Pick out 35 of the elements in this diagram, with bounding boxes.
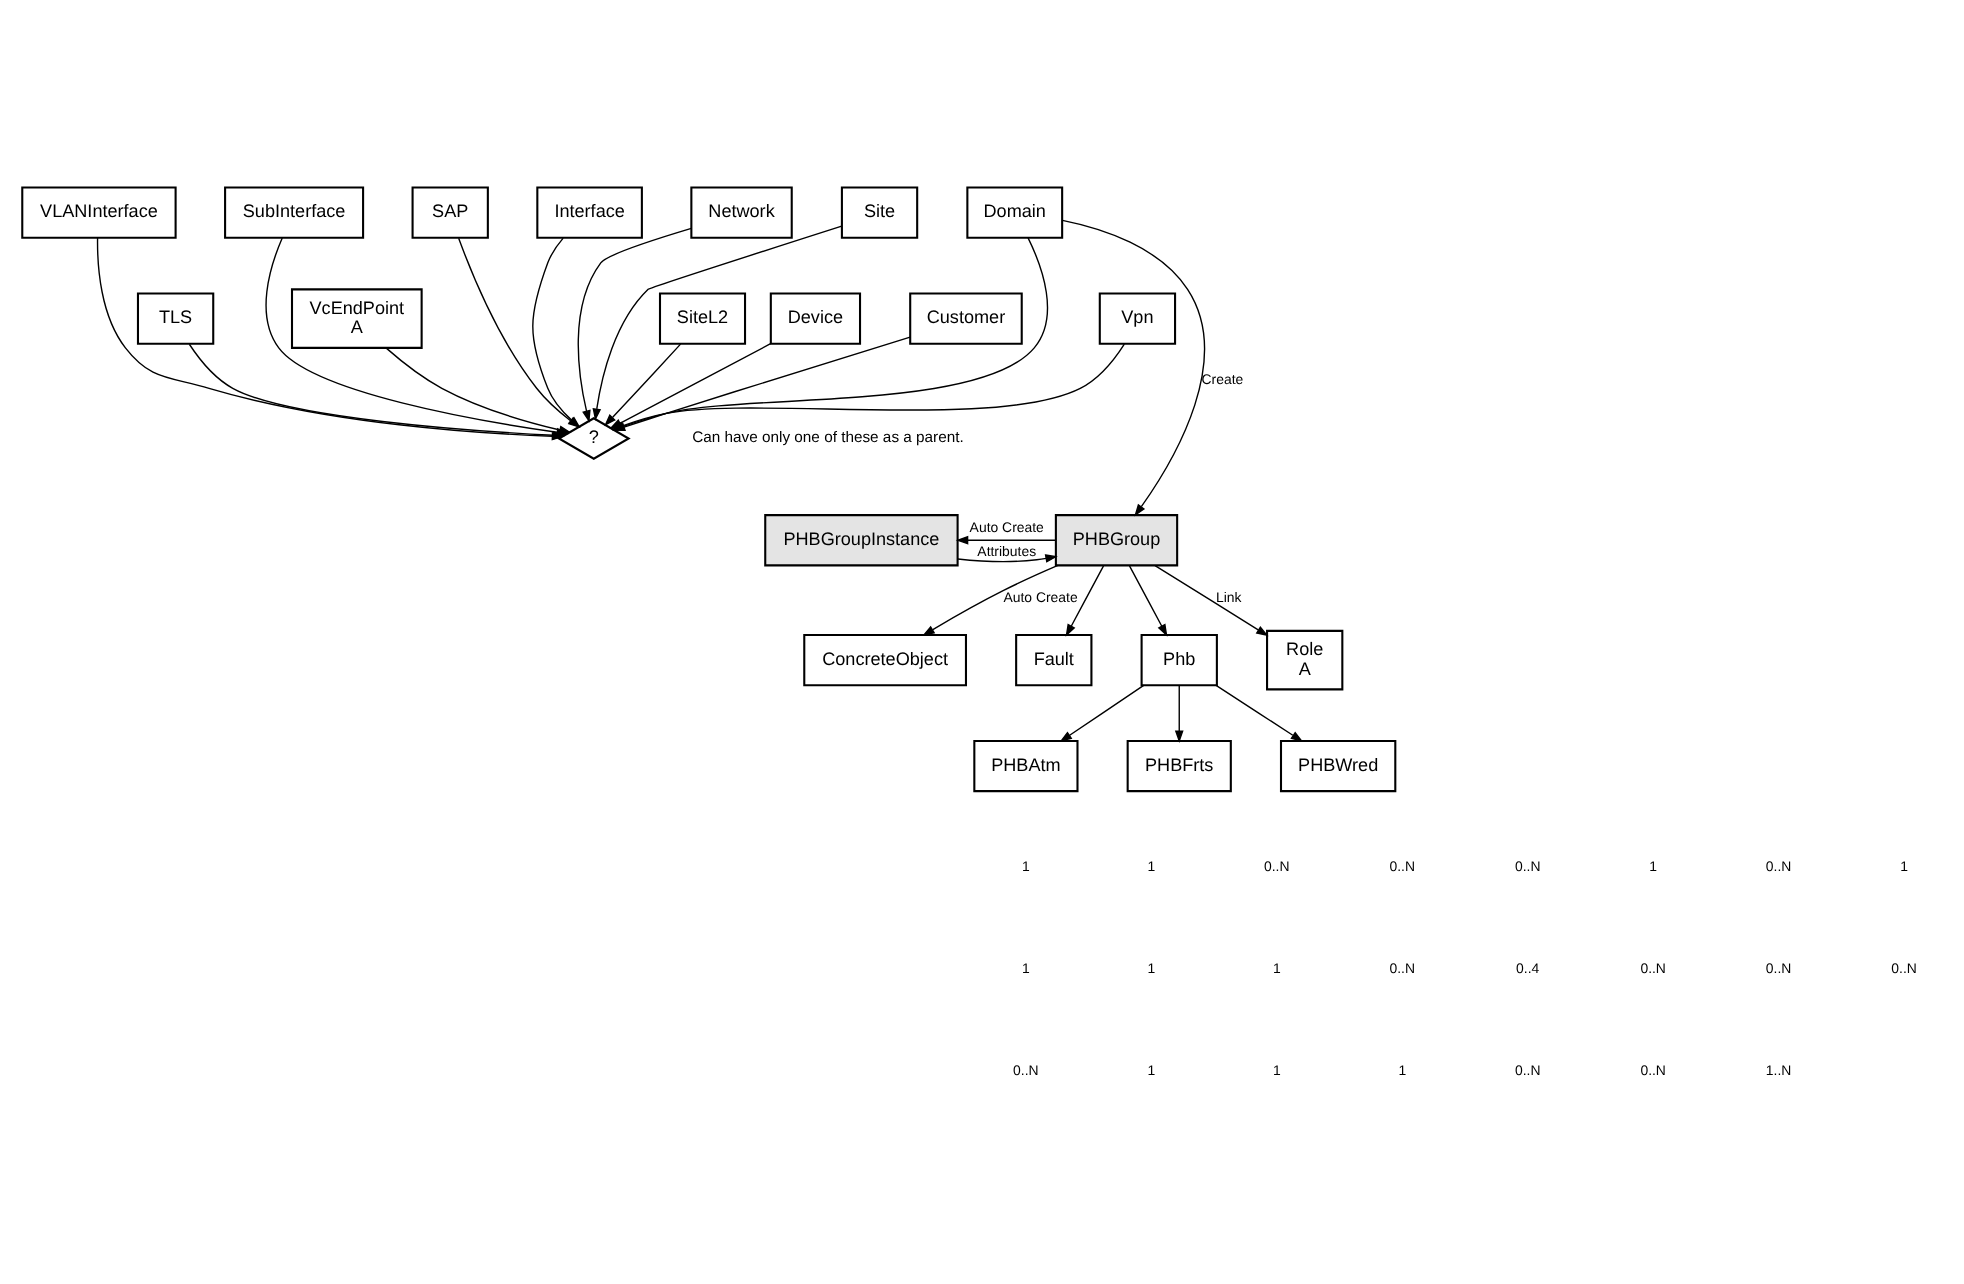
arrow (922, 564, 1059, 636)
node-box: PHBWred (1279, 739, 1397, 793)
node-box: Domain (966, 186, 1064, 239)
node-box: PHBFrts (1126, 739, 1232, 793)
node-box: Device (769, 292, 862, 345)
node-box: Site (840, 186, 919, 239)
arrow (1059, 684, 1145, 743)
node-box: Vpn (1098, 292, 1177, 345)
arrow (577, 227, 693, 423)
arrow (957, 554, 1058, 563)
node-box: Phb (1140, 634, 1218, 687)
node-box: VLANInterface (21, 186, 177, 239)
node-label: Can have only one of these as a parent. (692, 428, 964, 447)
arrow (592, 225, 843, 421)
arrow (1065, 565, 1105, 637)
node-box: TLS (136, 292, 215, 345)
arrow (1215, 684, 1304, 742)
node-box: Fault (1015, 634, 1093, 687)
node-box: PHBGroupInstance (764, 514, 959, 567)
node-box: PHBGroup (1054, 514, 1179, 567)
node-box: SAP (411, 186, 489, 239)
arrow (1128, 565, 1168, 637)
arrow (955, 535, 1057, 545)
node-box: SiteL2 (658, 292, 747, 345)
node-box: Network (690, 186, 793, 239)
node-box: Customer (909, 292, 1023, 345)
node-box: ConcreteObject (803, 634, 967, 687)
node-box: Interface (536, 186, 643, 239)
arrow (1174, 684, 1184, 743)
node-box: PHBAtm (973, 739, 1079, 793)
node-box: SubInterface (224, 186, 365, 239)
node-box: Role A (1266, 629, 1344, 691)
node-box: VcEndPoint A (290, 288, 423, 349)
arrow (1154, 564, 1269, 637)
arrow (1061, 219, 1206, 517)
